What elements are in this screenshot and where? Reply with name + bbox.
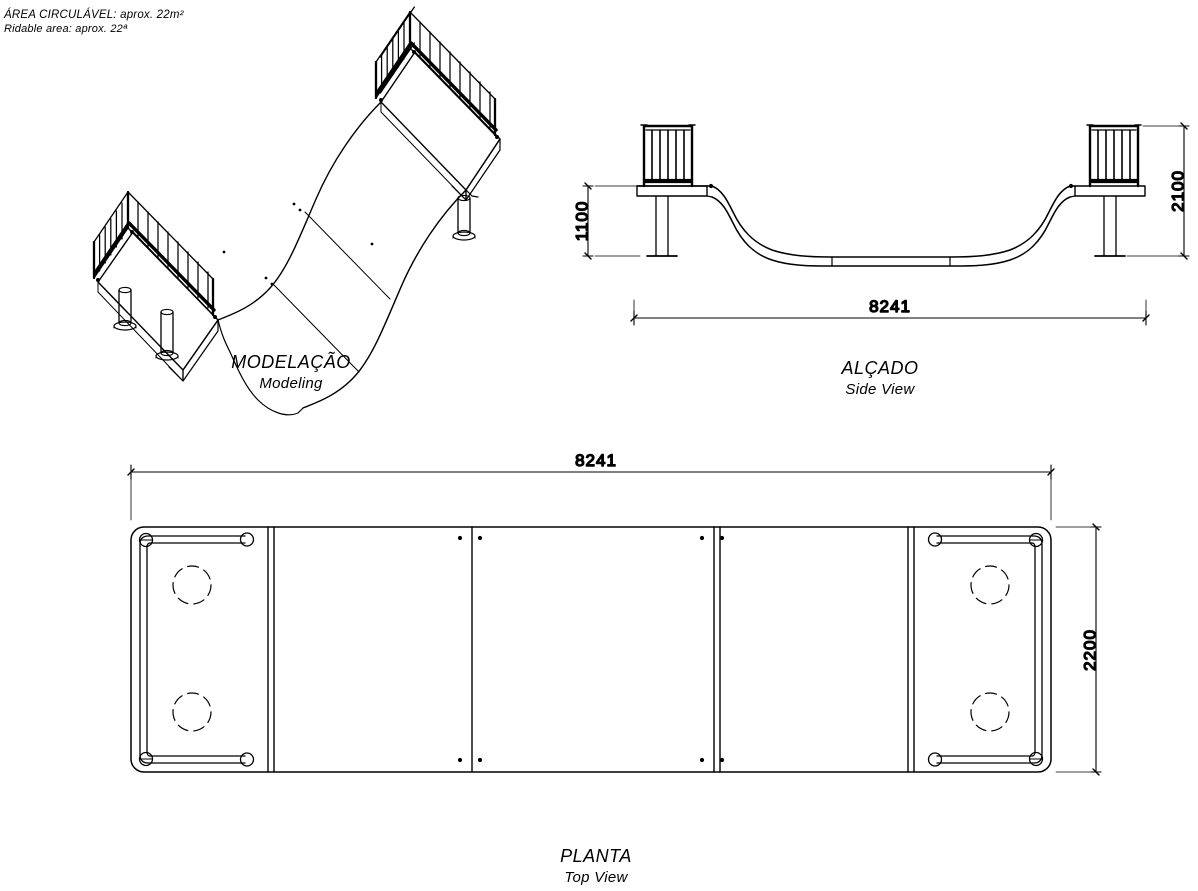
sideview-left-railing-balusters bbox=[651, 129, 685, 180]
sideview-left-railing bbox=[640, 124, 696, 188]
dim-2100-text: 2100 bbox=[1168, 170, 1187, 212]
topview-right-railing-cap-top bbox=[927, 532, 943, 547]
iso-fastener-dot bbox=[370, 242, 374, 246]
iso-near-deck-side-under bbox=[97, 281, 184, 382]
topview-right-footing-top bbox=[970, 565, 1010, 605]
topview-fastener-dot bbox=[477, 535, 483, 541]
topview-left-railing-inner bbox=[146, 542, 246, 757]
iso-fastener-dot bbox=[222, 250, 226, 254]
top-view-label-en: Top View bbox=[564, 869, 628, 886]
iso-far-post-base bbox=[412, 50, 416, 54]
sideview-right-deck bbox=[1074, 185, 1146, 197]
iso-fastener-dot bbox=[298, 208, 302, 212]
sideview-ramp-surface bbox=[711, 185, 1071, 258]
sideview-ramp-underside bbox=[711, 196, 1071, 267]
topview-right-railing-inner bbox=[936, 542, 1036, 757]
topview-fastener-dot bbox=[719, 757, 725, 763]
iso-ramp-skirt-top bbox=[302, 189, 467, 409]
topview-fastener-dot bbox=[457, 757, 463, 763]
sideview-right-leg bbox=[1103, 195, 1117, 256]
iso-near-post-base bbox=[130, 230, 134, 234]
iso-ramp-skirt-right bbox=[465, 189, 479, 198]
topview-right-railing-cap-bottom bbox=[927, 752, 943, 767]
topview-left-railing-cap-top bbox=[239, 532, 255, 547]
iso-far-railing-kickrail bbox=[375, 41, 498, 132]
topview-fastener-dot bbox=[699, 535, 705, 541]
sideview-left-leg bbox=[655, 195, 669, 256]
iso-ramp-seam-1 bbox=[304, 211, 391, 300]
topview-fastener-dot bbox=[719, 535, 725, 541]
topview-fastener-dot bbox=[699, 757, 705, 763]
iso-near-leg-a-top bbox=[118, 286, 132, 294]
dimension-1100 bbox=[582, 182, 641, 260]
topview-left-railing-outer bbox=[139, 535, 246, 764]
iso-far-base-edge bbox=[452, 235, 476, 239]
iso-fastener-dot bbox=[270, 282, 274, 286]
iso-far-leg-top bbox=[457, 194, 471, 202]
sideview-right-railing bbox=[1086, 124, 1142, 188]
side-view-label-pt: ALÇADO bbox=[841, 358, 919, 378]
ridable-area-note-en: Ridable area: aprox. 22ª bbox=[4, 23, 128, 35]
topview-outline bbox=[130, 526, 1052, 773]
iso-ramp-skirt-left bbox=[229, 351, 304, 416]
dim-1100-text: 1100 bbox=[572, 201, 591, 242]
modeling-label-en: Modeling bbox=[259, 375, 323, 392]
iso-near-leg-b-top bbox=[160, 308, 174, 316]
iso-far-deck-side-under bbox=[380, 101, 467, 201]
topview-right-footing-bottom bbox=[970, 692, 1010, 732]
topview-fastener-dot bbox=[457, 535, 463, 541]
topview-fastener-dot bbox=[477, 757, 483, 763]
dimension-8241-top bbox=[127, 464, 1055, 521]
sideview-transition-dot bbox=[708, 183, 714, 189]
iso-near-post-base bbox=[213, 315, 217, 319]
topview-left-railing-cap-bottom bbox=[239, 752, 255, 767]
topview-left-railing bbox=[138, 532, 255, 767]
topview-left-footing-bottom bbox=[172, 692, 212, 732]
iso-near-post-base bbox=[96, 278, 100, 282]
topview-right-railing bbox=[927, 532, 1044, 767]
iso-fastener-dot bbox=[292, 202, 296, 206]
iso-fastener-dot bbox=[264, 276, 268, 280]
topview-left-footing-top bbox=[172, 565, 212, 605]
dim-2200-text: 2200 bbox=[1080, 629, 1099, 671]
modeling-label-pt: MODELAÇÃO bbox=[231, 352, 351, 372]
top-view-label-pt: PLANTA bbox=[560, 846, 632, 866]
iso-far-post-base bbox=[495, 135, 499, 139]
iso-ramp-edge-back bbox=[217, 101, 382, 321]
dimension-2100 bbox=[1126, 122, 1190, 260]
ridable-area-note: ÁREA CIRCULÁVEL: aprox. 22m² Ridable are… bbox=[4, 8, 184, 36]
ridable-area-note-pt: ÁREA CIRCULÁVEL: aprox. 22m² bbox=[4, 9, 184, 21]
iso-near-leg-a bbox=[118, 289, 132, 323]
dim-8241-side-text: 8241 bbox=[869, 297, 911, 316]
side-view-label: ALÇADO Side View bbox=[790, 358, 970, 400]
side-view-label-en: Side View bbox=[845, 381, 915, 398]
iso-far-post-base bbox=[379, 98, 383, 102]
top-view-label: PLANTA Top View bbox=[506, 846, 686, 888]
iso-near-railing-kickrail bbox=[93, 221, 216, 312]
iso-ramp-seam-2 bbox=[273, 284, 360, 373]
sideview-right-railing-balusters bbox=[1097, 129, 1131, 180]
iso-ramp-lower-left bbox=[217, 319, 231, 353]
topview-right-railing-outer bbox=[936, 535, 1043, 764]
dimension-2200 bbox=[1055, 523, 1102, 776]
modeling-view-label: MODELAÇÃO Modeling bbox=[191, 352, 391, 394]
iso-near-leg-b bbox=[160, 311, 174, 353]
sideview-transition-dot bbox=[1068, 183, 1074, 189]
dimension-8241-side bbox=[630, 299, 1150, 326]
dim-8241-top-text: 8241 bbox=[575, 451, 617, 470]
